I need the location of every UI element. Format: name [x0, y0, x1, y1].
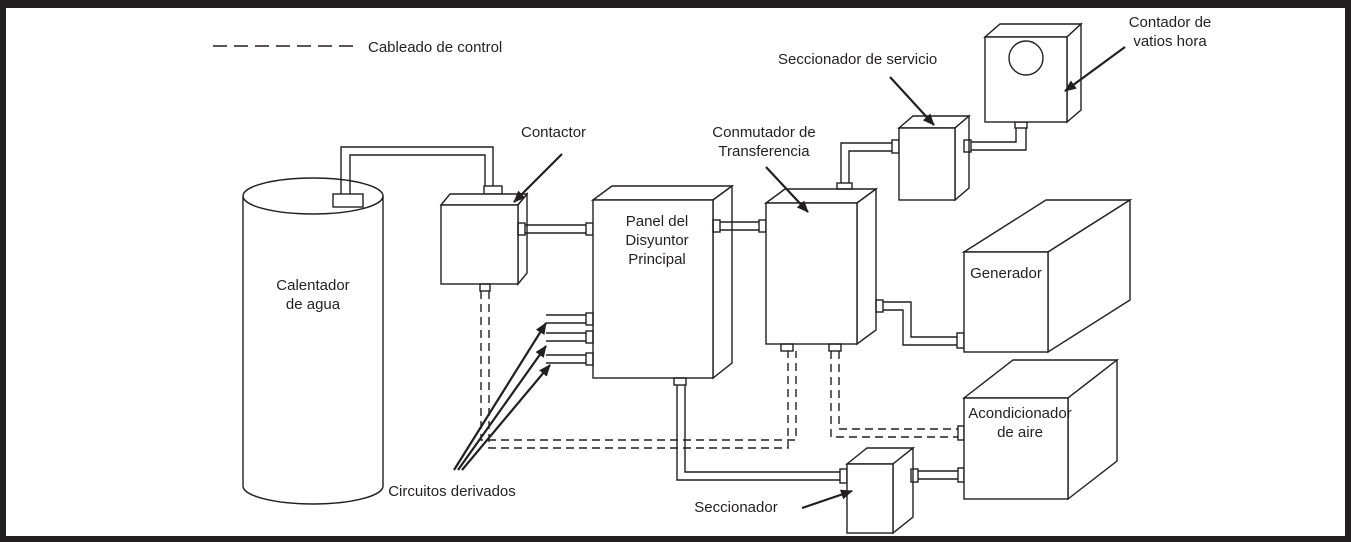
generator-label: Generador [970, 265, 1042, 282]
air-conditioner-label-2: de aire [997, 424, 1043, 441]
water-heater-label-1: Calentador [276, 277, 349, 294]
branch-circuits-label: Circuitos derivados [388, 483, 516, 500]
conduit-service-meter [971, 121, 1028, 151]
main-panel-label-2: Disyuntor [625, 232, 688, 249]
callout-arrows [453, 46, 1126, 510]
conduit-transfer-service [840, 139, 900, 183]
air-conditioner-box [961, 358, 1120, 501]
transfer-switch-label-2: Transferencia [718, 143, 810, 160]
disconnect-box [845, 446, 919, 535]
main-panel-label-3: Principal [628, 251, 686, 268]
legend-label: Cableado de control [368, 39, 502, 56]
water-heater-label-2: de agua [286, 296, 341, 313]
conduit-transfer-generator [883, 301, 965, 349]
service-disconnect-box [897, 114, 972, 202]
meter-label-1: Contador de [1129, 14, 1212, 31]
contactor-label: Contactor [521, 124, 586, 141]
conduit-disconnect-ac [918, 425, 965, 483]
conduit-panel-transfer [712, 219, 767, 233]
watt-hour-meter-box [983, 22, 1083, 124]
conduit-panel-disconnect [676, 385, 848, 484]
water-heater [242, 177, 384, 505]
conduit-heater-contactor [340, 146, 503, 195]
air-conditioner-label-1: Acondicionador [968, 405, 1071, 422]
contactor-box [439, 192, 529, 292]
main-panel-box [585, 184, 735, 386]
branch-circuit-lines [546, 314, 586, 364]
control-wiring-dashed [480, 291, 958, 449]
transfer-switch-box [763, 182, 884, 352]
meter-label-2: vatios hora [1133, 33, 1207, 50]
transfer-switch-label-1: Conmutador de [712, 124, 815, 141]
generator-box [961, 198, 1133, 354]
disconnect-label: Seccionador [694, 499, 777, 516]
conduit-contactor-panel [517, 222, 594, 236]
main-panel-label-1: Panel del [626, 213, 689, 230]
service-disconnect-label: Seccionador de servicio [778, 51, 937, 68]
